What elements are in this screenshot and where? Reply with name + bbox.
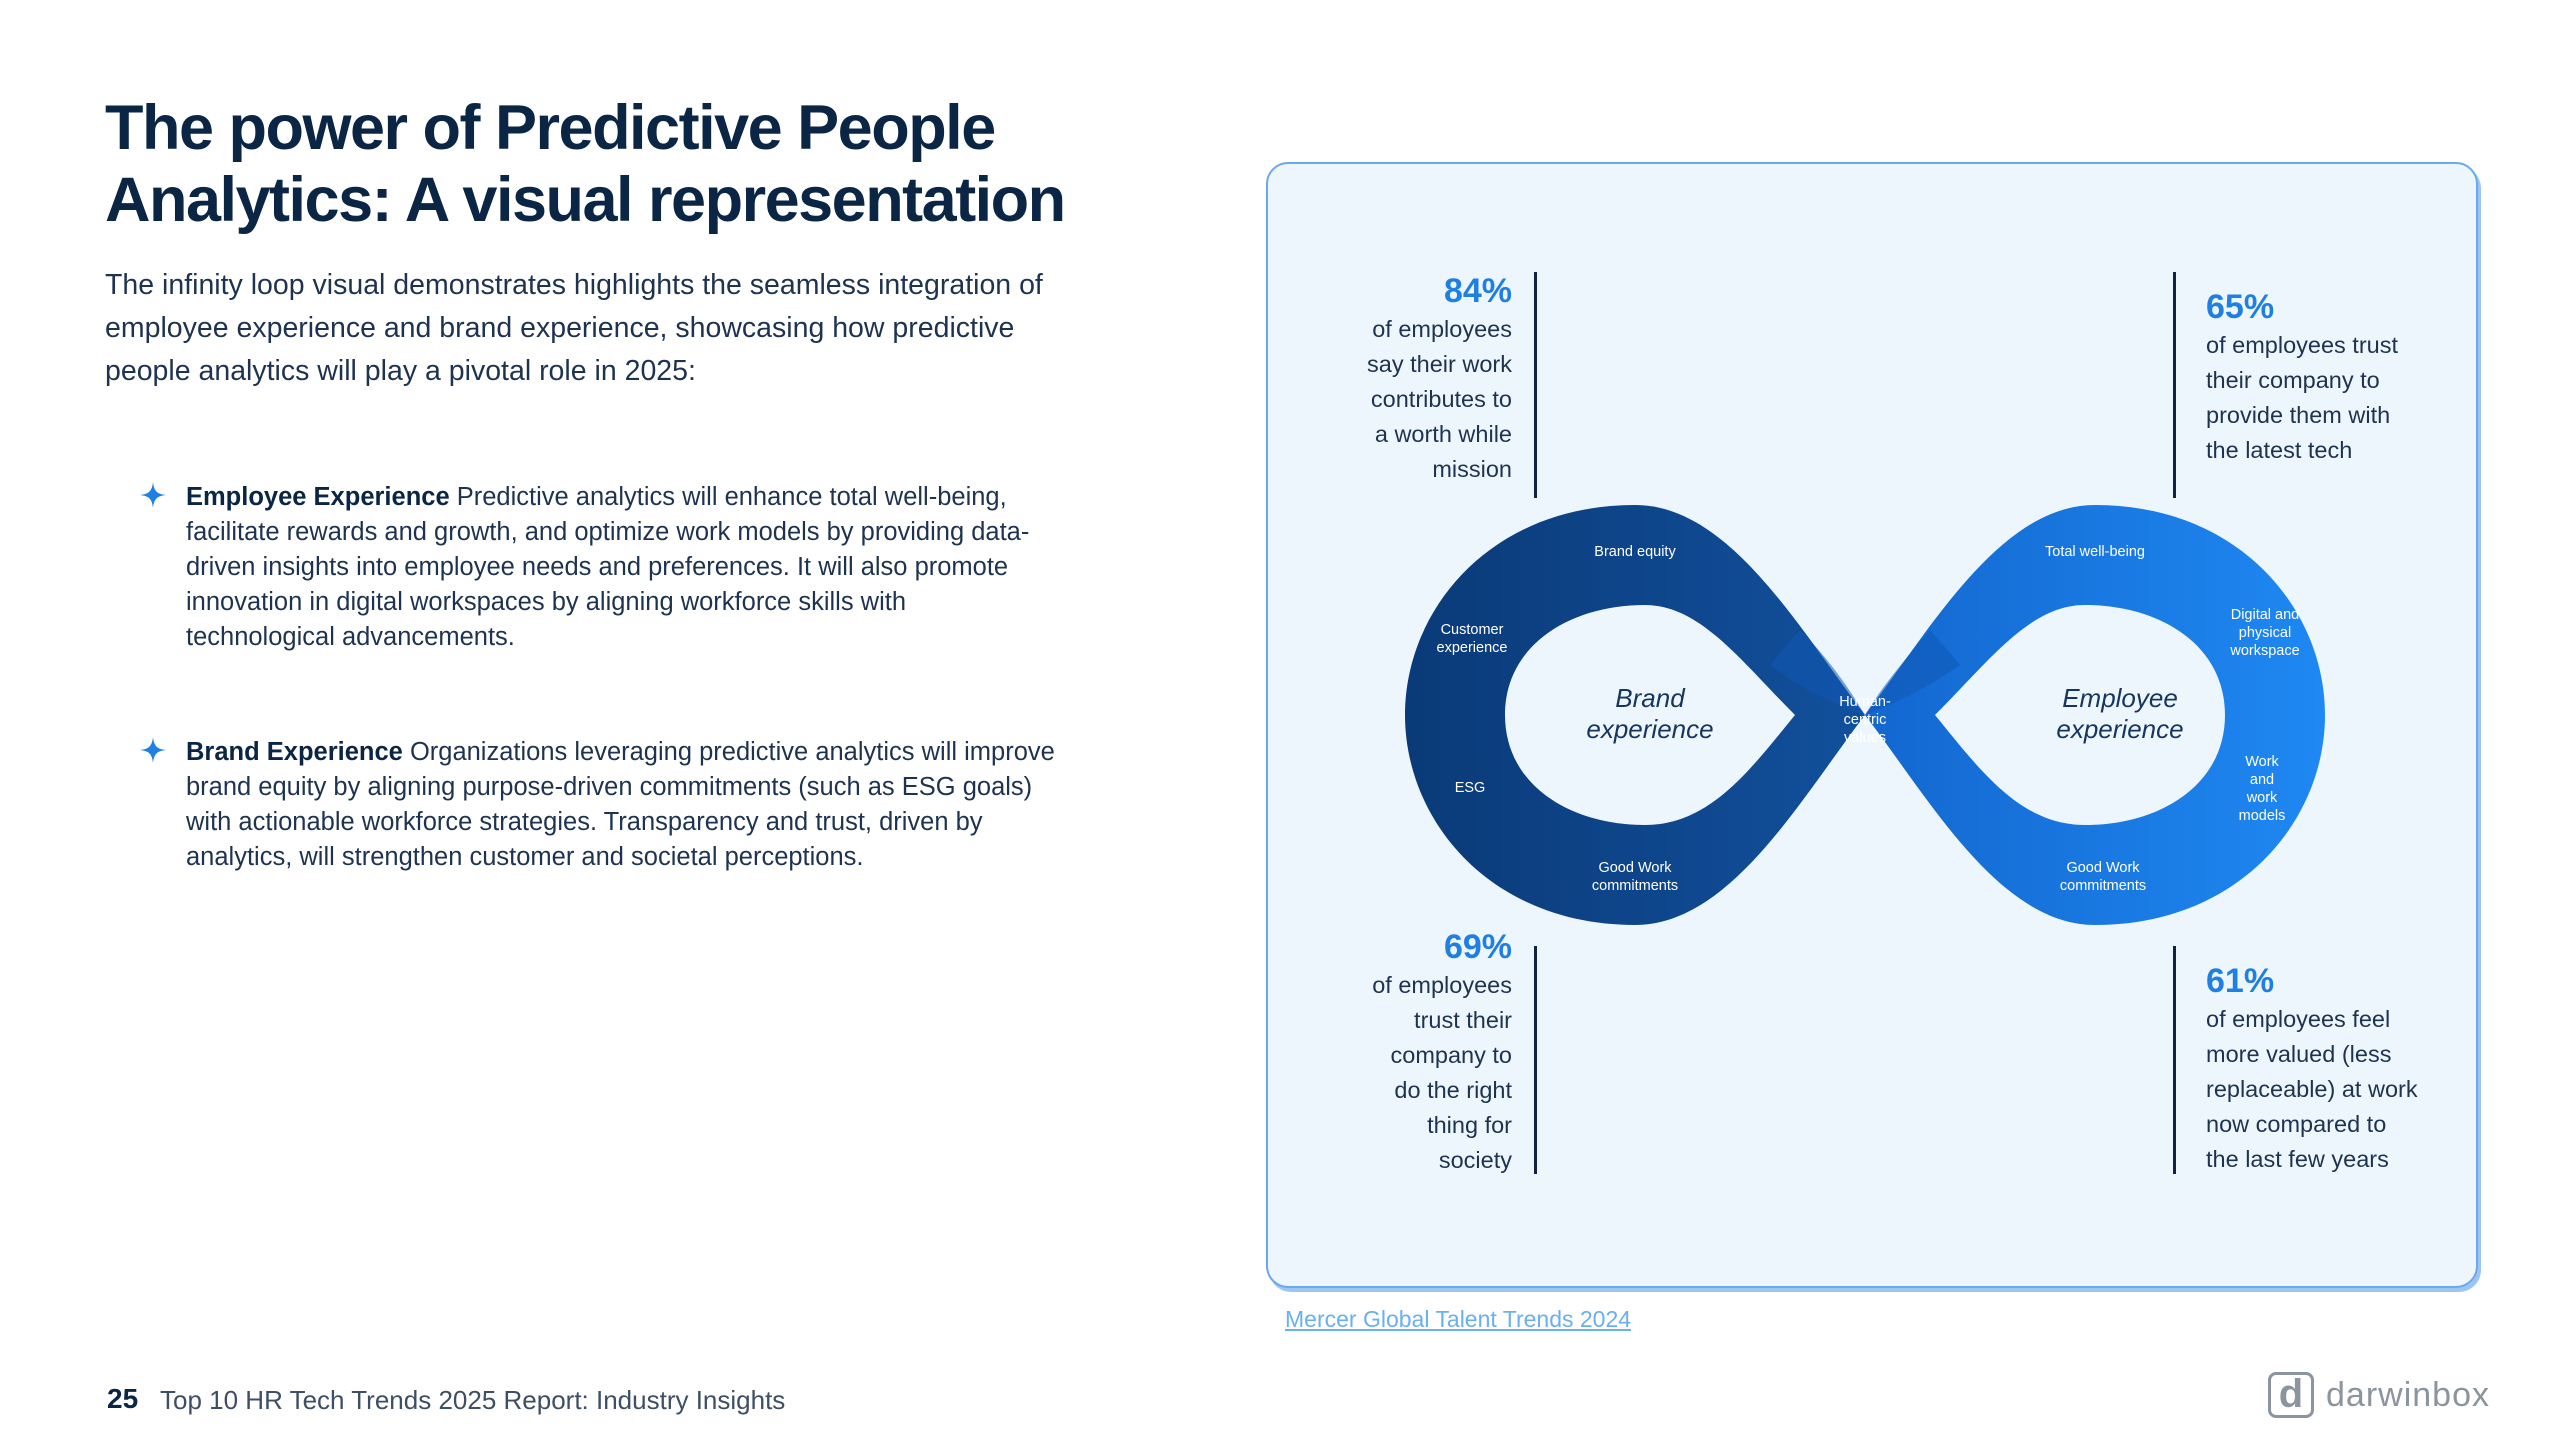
- loop-center-text: experience: [2056, 714, 2183, 744]
- loop-label: centric: [1844, 712, 1887, 728]
- loop-label: commitments: [1592, 878, 1678, 894]
- stat-line: say their work: [1367, 351, 1512, 377]
- intro-paragraph: The infinity loop visual demonstrates hi…: [105, 269, 1043, 387]
- loop-label: work: [2246, 790, 2278, 806]
- stat-line: of employees: [1372, 316, 1512, 342]
- bullet-brand-experience: Brand Experience Organizations leveragin…: [140, 735, 1060, 875]
- stat-line: more valued (less: [2206, 1041, 2392, 1067]
- stat-percent: 65%: [2206, 288, 2275, 326]
- stat-line: provide them with: [2206, 402, 2391, 428]
- loop-label: Good Work: [2066, 860, 2140, 876]
- loop-center-text: Employee: [2062, 683, 2178, 713]
- stat-divider: [2173, 946, 2176, 1174]
- stat-line: trust their: [1414, 1007, 1512, 1033]
- stat-percent: 84%: [1443, 272, 1512, 310]
- stat-line: their company to: [2206, 367, 2380, 393]
- stat-line: thing for: [1427, 1112, 1512, 1138]
- bullet-title: Brand Experience: [186, 738, 403, 766]
- employee-loop-band: [1865, 505, 2325, 925]
- stat-line: of employees trust: [2206, 332, 2399, 358]
- bullet-text: Predictive analytics will enhance total …: [186, 483, 1030, 651]
- source-link[interactable]: Mercer Global Talent Trends 2024: [1285, 1306, 1632, 1332]
- sparkle-icon: [140, 482, 166, 508]
- stat-bottom-right: 61% of employees feel more valued (less …: [2206, 960, 2506, 1177]
- brand-loop-band: [1405, 505, 1865, 925]
- stat-top-right: 65% of employees trust their company to …: [2206, 286, 2506, 468]
- loop-label: Customer: [1441, 622, 1504, 638]
- stat-divider: [2173, 272, 2176, 498]
- page-title-line-2: Analytics: A visual representation: [105, 165, 1066, 235]
- loop-label: Brand equity: [1594, 544, 1676, 560]
- page-title: The power of Predictive People Analytics…: [105, 92, 1205, 236]
- crossing-band: [1770, 630, 1960, 715]
- bullet-text: Organizations leveraging predictive anal…: [186, 738, 1055, 871]
- loop-label: values: [1844, 730, 1886, 746]
- page-title-line-1: The power of Predictive People: [105, 93, 996, 163]
- stat-line: a worth while: [1374, 421, 1512, 447]
- bullet-title: Employee Experience: [186, 483, 450, 511]
- page-number: 25: [107, 1383, 139, 1414]
- stat-percent: 61%: [2206, 962, 2275, 1000]
- loop-label: models: [2239, 808, 2286, 824]
- sparkle-icon: [140, 737, 166, 763]
- loop-label: and: [2250, 772, 2274, 788]
- loop-center-text: Brand: [1615, 683, 1686, 713]
- loop-label: workspace: [2229, 643, 2299, 659]
- loop-label: ESG: [1455, 780, 1486, 796]
- stat-bottom-left: 69% of employees trust their company to …: [1212, 926, 1512, 1178]
- loop-label: experience: [1437, 640, 1508, 656]
- stat-line: do the right: [1394, 1077, 1512, 1103]
- stat-line: of employees: [1372, 972, 1512, 998]
- stat-line: society: [1438, 1147, 1512, 1173]
- loop-label: Human-: [1839, 694, 1891, 710]
- stat-line: now compared to: [2206, 1111, 2387, 1137]
- stat-line: company to: [1390, 1042, 1512, 1068]
- loop-label: Work: [2245, 754, 2279, 770]
- stat-line: mission: [1432, 456, 1512, 482]
- stat-percent: 69%: [1443, 928, 1512, 966]
- stat-line: the last few years: [2206, 1146, 2389, 1172]
- loop-label: commitments: [2060, 878, 2146, 894]
- bullet-employee-experience: Employee Experience Predictive analytics…: [140, 480, 1060, 655]
- stat-top-left: 84% of employees say their work contribu…: [1212, 270, 1512, 487]
- loop-label: Good Work: [1598, 860, 1672, 876]
- infinity-loop-diagram: Brand experience Employee experience Hum…: [1405, 505, 2325, 925]
- stat-divider: [1534, 946, 1537, 1174]
- loop-label: Total well-being: [2045, 544, 2145, 560]
- stat-line: replaceable) at work: [2206, 1076, 2418, 1102]
- logo-mark-icon: d: [2268, 1372, 2314, 1418]
- logo-wordmark: darwinbox: [2326, 1376, 2490, 1414]
- stat-line: of employees feel: [2206, 1006, 2391, 1032]
- stat-line: contributes to: [1370, 386, 1512, 412]
- loop-label: Digital and: [2231, 607, 2300, 623]
- loop-label: physical: [2239, 625, 2291, 641]
- footer-title: Top 10 HR Tech Trends 2025 Report: Indus…: [160, 1385, 786, 1415]
- stat-divider: [1534, 272, 1537, 498]
- loop-center-text: experience: [1586, 714, 1713, 744]
- stat-line: the latest tech: [2206, 437, 2353, 463]
- darwinbox-logo: d darwinbox: [2268, 1372, 2490, 1424]
